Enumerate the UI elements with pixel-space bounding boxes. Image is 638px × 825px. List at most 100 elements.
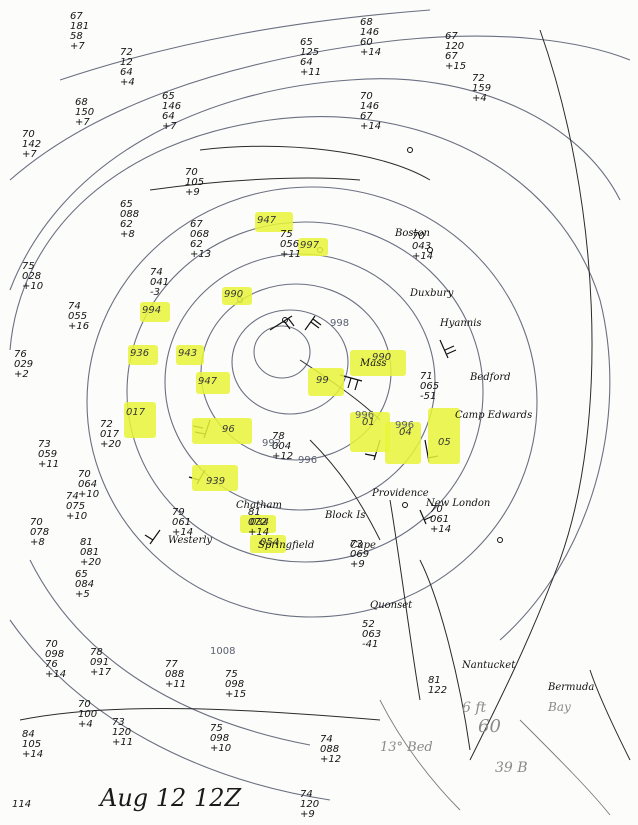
station-circle [402,502,408,508]
pencil-note: Bay [548,700,571,714]
highlight-mark: 936 [128,345,158,365]
pencil-note: 39 B [495,760,528,776]
place-label: Boston [395,228,430,239]
place-label: Bedford [470,372,511,383]
highlight-value: 997 [300,240,320,251]
highlight-value: 05 [438,437,451,448]
place-label: Quonset [370,600,413,611]
highlight-value: 994 [142,305,162,316]
pencil-note: 13° Bed [380,740,433,755]
highlight-mark: 96 [192,418,252,444]
highlight-mark: 054 [250,535,286,553]
highlight-mark: 017 [124,402,156,438]
place-label: Block Is [325,510,366,521]
highlight-mark: 990 [222,287,252,305]
highlight-value: 04 [399,427,412,438]
highlight-value: 017 [126,407,146,418]
place-label: Mass [360,358,387,369]
highlight-value: 943 [178,348,198,359]
place-label: Nantucket [462,660,516,671]
highlight-value: 034 [250,517,270,528]
highlight-value: 936 [130,348,150,359]
highlight-value: 96 [222,424,235,435]
pencil-stroke [519,719,611,816]
isobar-label: 996 [355,410,375,421]
isobar-ring [253,325,311,379]
front-line [199,145,431,181]
front-line [19,707,381,721]
pencil-note: 6 ft [462,700,487,716]
front-line [309,439,381,541]
place-label: New London [426,498,491,509]
wind-barb [269,315,295,331]
highlight-value: 990 [372,352,392,363]
place-label: Camp Edwards [455,410,533,421]
isobar-outer [9,116,611,641]
place-label: Bermuda [548,682,595,693]
wind-barb [144,529,161,545]
highlight-mark: 05 [428,408,460,464]
highlight-mark: 939 [192,465,238,491]
highlight-value: 01 [362,417,375,428]
isobar-ring [86,186,538,618]
highlight-mark: 990 [350,350,406,376]
station-plot: 114 [12,799,32,810]
front-line [589,669,631,761]
isobar-label: 996 [395,420,415,431]
front-line [149,177,361,191]
place-label: Westerly [168,535,213,546]
highlight-mark: 99 [308,368,344,396]
highlight-value: 99 [316,375,329,386]
place-label: Chatham [236,500,282,511]
highlight-mark: 01 [350,412,390,452]
highlight-value: 939 [206,476,226,487]
isobar-ring [126,221,484,563]
station-circle [282,317,288,323]
isobar-label: 992 [262,438,282,449]
isobar-label: 996 [298,455,318,466]
isobar-outer [9,35,631,181]
place-label: Springfield [258,540,315,551]
station-circle [427,247,433,253]
front-line [389,499,421,701]
place-label: Providence [372,488,429,499]
station-circle [497,537,503,543]
wind-barb [304,315,322,331]
isobar-outer [59,9,431,81]
front-line [419,559,471,751]
